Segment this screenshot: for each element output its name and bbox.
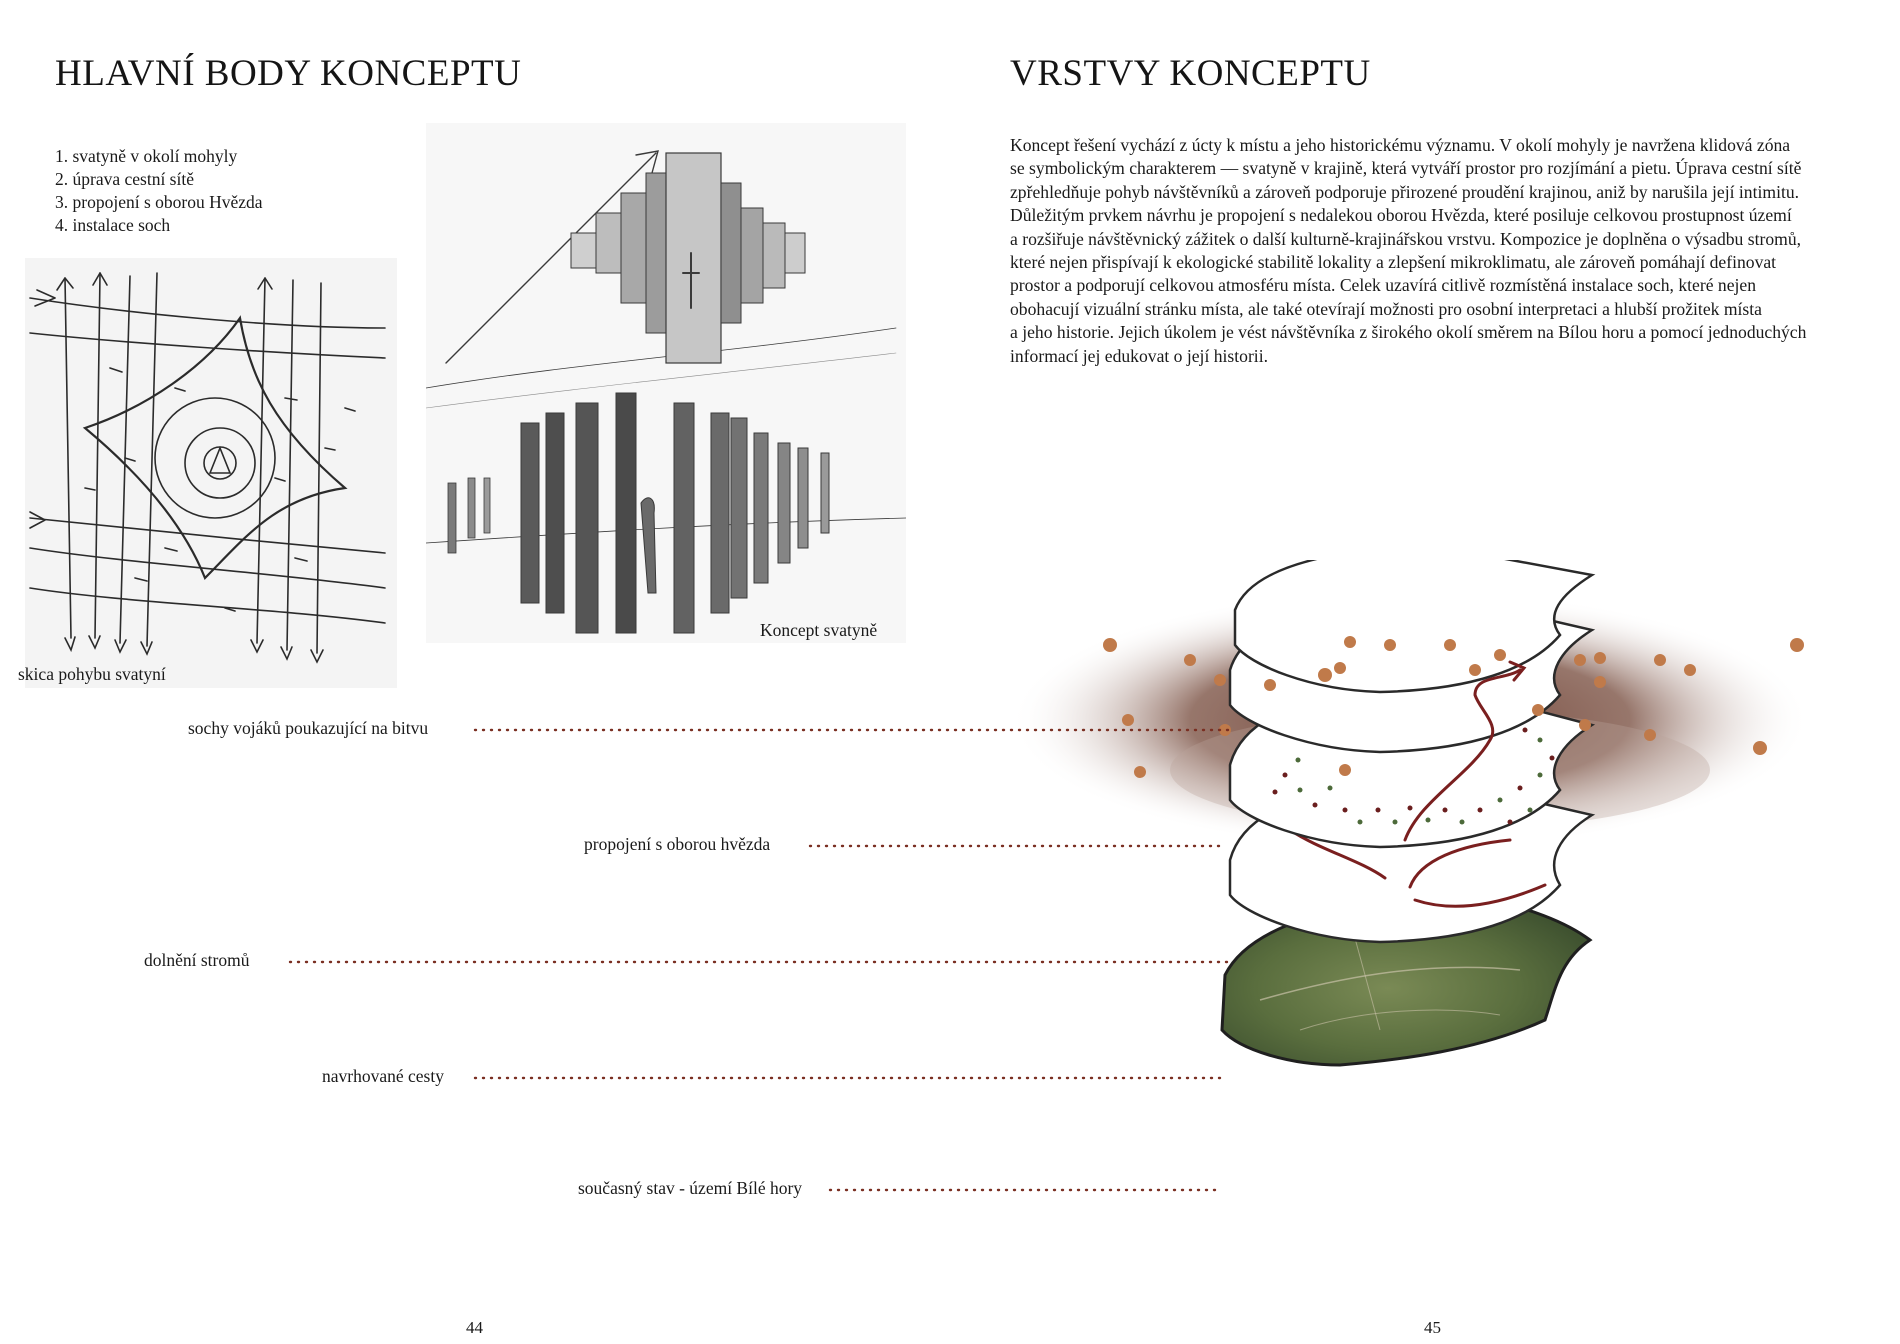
concept-point: 2. úprava cestní sítě [55,169,194,189]
caption-sketch-movement: skica pohybu svatyní [18,664,166,684]
layers-diagram [288,560,1810,1192]
description-line: obohacují vizuální stránku místa, ale ta… [1010,298,1762,319]
description-line: Důležitým prvkem návrhu je propojení s n… [1010,205,1792,226]
layer-label-statues: sochy vojáků poukazující na bitvu [188,718,429,738]
leader-lines [288,728,1232,1192]
description-line: zpřehledňuje pohyb návštěvníků a zároveň… [1010,181,1800,202]
caption-sketch-concept: Koncept svatyně [760,620,878,640]
description-line: se symbolickým charakterem — svatyně v k… [1010,158,1802,179]
description-line: informací jej edukovat o její historii. [1010,345,1268,366]
layer-label-current-state: současný stav - území Bílé hory [578,1178,803,1198]
layer-label-paths: navrhované cesty [322,1066,444,1086]
concept-point: 1. svatyně v okolí mohyly [55,146,238,166]
description-line: a jeho historie. Jejich úkolem je vést n… [1010,322,1807,343]
path-red-3 [1413,883,1547,908]
concept-point: 4. instalace soch [55,215,171,235]
page-number-right: 45 [1424,1318,1441,1337]
concept-point: 3. propojení s oborou Hvězda [55,192,263,212]
layer-label-trees: dolnění stromů [144,950,250,970]
connection-path [1403,668,1522,842]
description-line: které nejen přispívají k ekologické stab… [1010,252,1777,273]
page-number-left: 44 [466,1318,483,1337]
description-line: Koncept řešení vychází z úcty k místu a … [1010,135,1791,155]
concept-points-list: 1. svatyně v okolí mohyly 2. úprava cest… [55,145,263,237]
sketch-concept-image [425,123,907,643]
path-red-2 [1408,838,1512,889]
right-page-title: VRSTVY KONCEPTU [1010,53,1371,94]
sketch-movement-image [25,258,397,688]
concept-description: Koncept řešení vychází z úcty k místu a … [1010,134,1870,368]
description-line: prostor a podporují celkovou atmosféru m… [1010,275,1757,296]
statue-dots [1103,636,1804,778]
left-page-title: HLAVNÍ BODY KONCEPTU [55,53,522,94]
description-line: a rozšiřuje návštěvnický zážitek o další… [1010,228,1802,249]
sketch-concept-drawing [425,150,907,634]
sketch-movement-drawing [29,272,386,664]
layer-label-connection: propojení s oborou hvězda [584,834,771,854]
connection-arrow-icon [1508,660,1527,682]
